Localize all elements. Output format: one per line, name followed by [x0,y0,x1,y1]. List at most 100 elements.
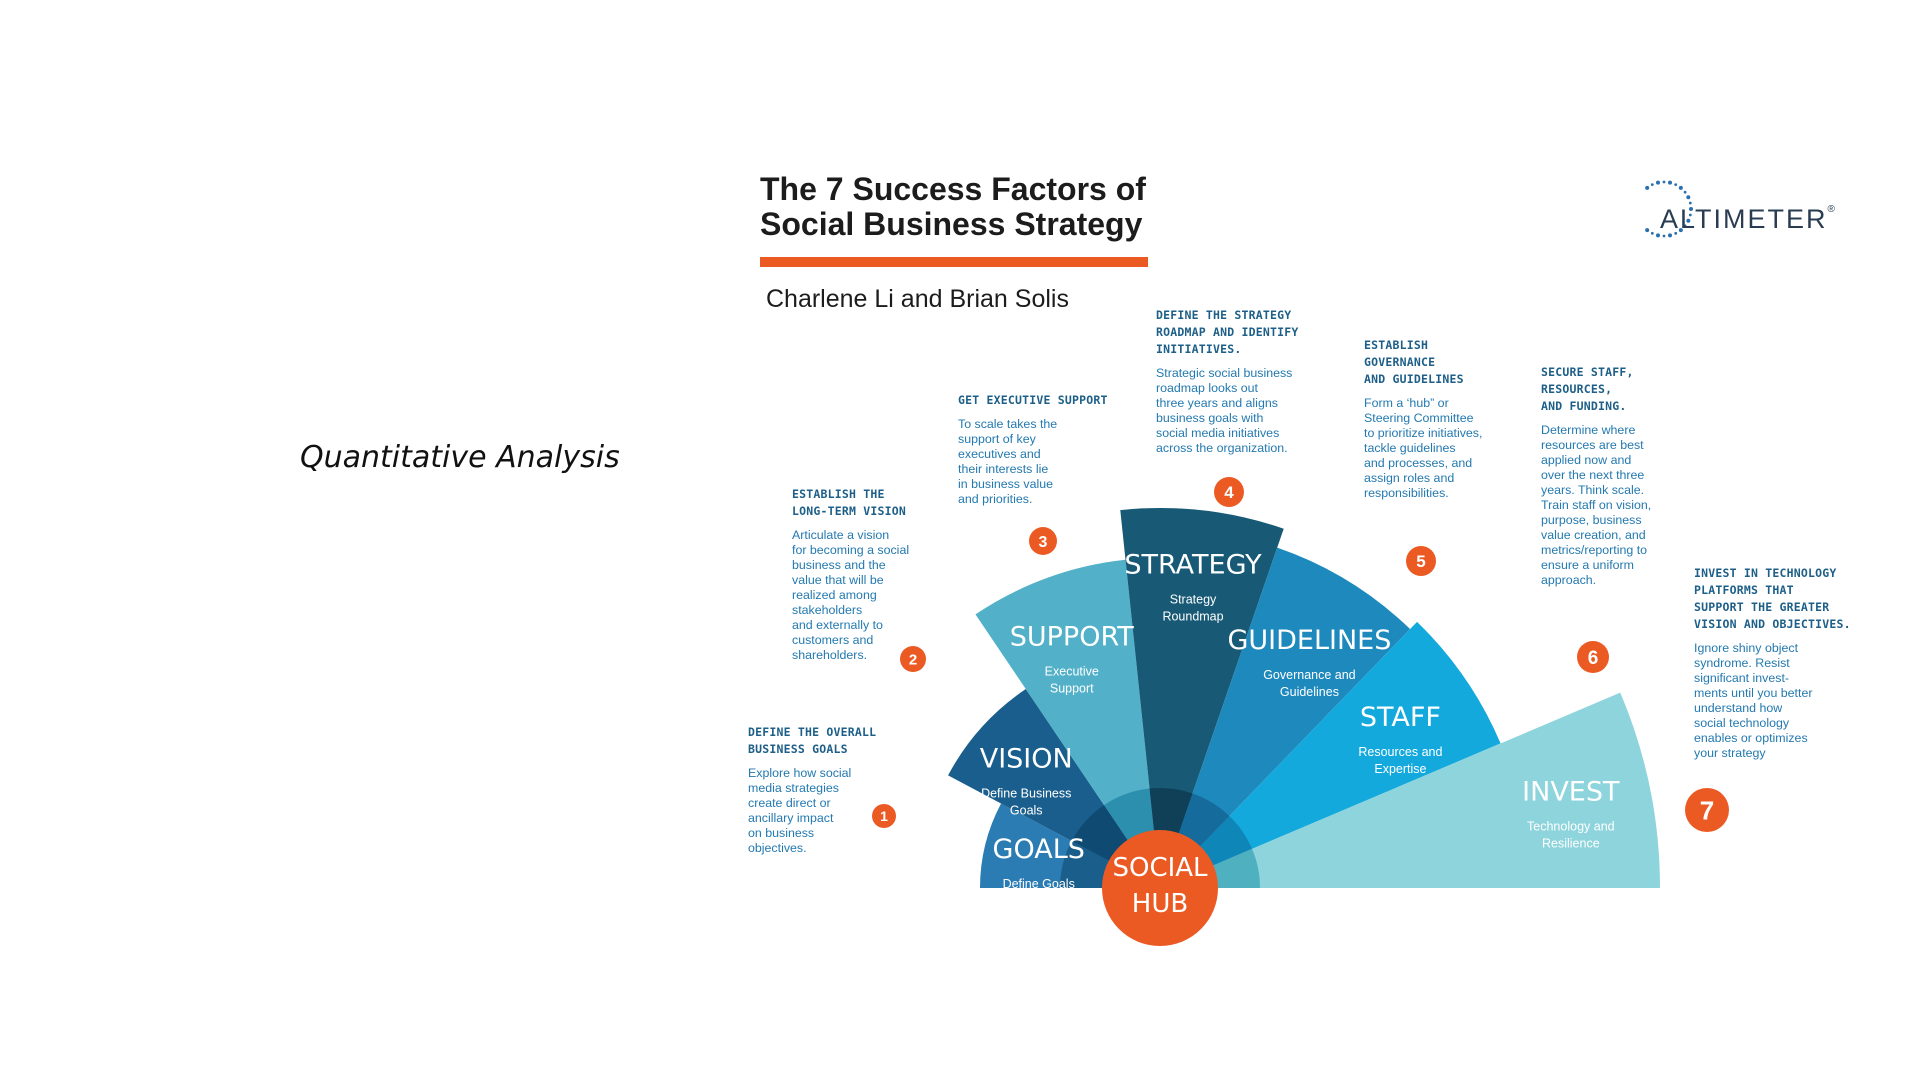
callout-text: To scale takes the support of key execut… [958,417,1058,506]
altimeter-logo: ALTIMETER® [1660,204,1837,235]
logo-dot [1645,185,1650,190]
segment-guidelines [1160,547,1411,888]
title-line-2: Social Business Strategy [760,206,1143,242]
number-badge-3: 3 [1029,527,1057,555]
number-badge-2: 2 [900,646,926,672]
authors: Charlene Li and Brian Solis [766,285,1069,313]
title-line-1: The 7 Success Factors of [760,171,1146,207]
logo-dot [1689,207,1693,211]
segment-title-guidelines: GUIDELINES [1227,625,1391,656]
logo-dot [1650,231,1654,235]
segment-title-support: SUPPORT [1010,622,1135,653]
altimeter-logo-mark [1645,180,1693,238]
logo-dot [1678,228,1683,233]
number-badge-circle [1406,546,1436,576]
logo-dot [1645,228,1650,233]
logo-dot [1678,185,1683,190]
segment-subtitle-line-1-invest: Technology and [1527,820,1615,834]
number-badge-circle [872,804,896,828]
callout-heading: INVEST IN TECHNOLOGY PLATFORMS THAT SUPP… [1694,566,1851,631]
callout-heading: GET EXECUTIVE SUPPORT [958,393,1108,407]
logo-registered-mark: ® [1827,204,1837,215]
segment-title-goals: GOALS [993,834,1085,865]
logo-dot [1688,213,1692,217]
dotted-ring-icon [1645,180,1693,238]
segment-title-strategy: STRATEGY [1124,550,1262,581]
number-badge-4: 4 [1214,477,1244,507]
segment-title-vision: VISION [980,744,1073,775]
callout-strategy: DEFINE THE STRATEGY ROADMAP AND IDENTIFY… [1156,307,1326,456]
number-badge-label: 3 [1039,534,1048,551]
segment-invest [1160,692,1660,888]
callout-heading: ESTABLISH GOVERNANCE AND GUIDELINES [1364,338,1464,386]
callout-support: GET EXECUTIVE SUPPORT To scale takes the … [958,392,1118,507]
segment-subtitle-line-2-strategy: Roundmap [1162,610,1223,624]
callout-heading: DEFINE THE OVERALL BUSINESS GOALS [748,725,877,756]
number-badge-circle [1577,641,1609,673]
logo-dot [1688,201,1692,205]
segment-subtitle-line-1-guidelines: Governance and [1263,668,1355,682]
logo-dot [1683,190,1687,194]
logo-dot [1674,231,1678,235]
logo-wordmark: ALTIMETER [1660,204,1828,234]
callout-goals: DEFINE THE OVERALL BUSINESS GOALS Explore… [748,724,898,856]
callout-heading: SECURE STAFF, RESOURCES, AND FUNDING. [1541,365,1634,413]
number-badge-label: 5 [1416,552,1425,571]
number-badge-7: 7 [1685,788,1729,832]
segment-subtitle-line-2-staff: Expertise [1374,762,1426,776]
callout-staff: SECURE STAFF, RESOURCES, AND FUNDING. Det… [1541,364,1691,588]
callout-invest: INVEST IN TECHNOLOGY PLATFORMS THAT SUPP… [1694,565,1854,761]
logo-dot [1662,234,1666,238]
diagram-title: The 7 Success Factors of Social Business… [760,172,1146,242]
number-badge-label: 6 [1588,648,1599,669]
logo-dot [1683,224,1687,228]
segment-subtitle-line-2-invest: Resilience [1542,837,1600,851]
logo-dot [1655,233,1660,238]
segment-subtitle-line-1-strategy: Strategy [1170,593,1217,607]
number-badge-6: 6 [1577,641,1609,673]
number-badge-label: 4 [1224,483,1234,502]
number-badge-label: 7 [1700,795,1714,825]
callout-text: Ignore shiny object syndrome. Resist sig… [1694,641,1813,760]
callout-text: Determine where resources are best appli… [1541,423,1652,587]
number-badge-1: 1 [872,804,896,828]
segment-subtitle-line-2-support: Support [1050,682,1094,696]
number-badge-5: 5 [1406,546,1436,576]
number-badge-label: 1 [880,808,888,824]
slide-label: Quantitative Analysis [300,440,620,475]
segment-title-staff: STAFF [1360,702,1441,733]
social-hub: SOCIAL HUB [1102,830,1218,946]
segment-subtitle-line-1-staff: Resources and [1358,745,1442,759]
number-badge-circle [1029,527,1057,555]
segment-subtitle-line-1-goals: Define Goals [1003,877,1075,891]
segment-subtitle-line-1-support: Executive [1045,665,1099,679]
logo-dot [1686,195,1691,200]
social-hub-label-line-2: HUB [1132,889,1188,919]
logo-dot [1668,180,1673,185]
number-badge-circle [1214,477,1244,507]
callout-vision: ESTABLISH THE LONG-TERM VISION Articulate… [792,486,942,663]
logo-dot [1662,180,1666,184]
callout-text: Articulate a vision for becoming a socia… [792,528,910,662]
callout-heading: DEFINE THE STRATEGY ROADMAP AND IDENTIFY… [1156,308,1299,356]
number-badge-label: 2 [909,651,917,668]
title-underline [760,257,1148,267]
callout-guidelines: ESTABLISH GOVERNANCE AND GUIDELINES Form … [1364,337,1514,501]
number-badge-circle [900,646,926,672]
segment-staff [1160,621,1501,888]
callout-text: Explore how social media strategies crea… [748,766,852,855]
callout-heading: ESTABLISH THE LONG-TERM VISION [792,487,906,518]
callout-text: Strategic social business roadmap looks … [1156,366,1293,455]
social-hub-circle [1102,830,1218,946]
logo-dot [1674,183,1678,187]
segment-title-invest: INVEST [1522,777,1620,808]
segment-subtitle-line-1-vision: Define Business [981,787,1071,801]
logo-dot [1668,233,1673,238]
social-hub-label-line-1: SOCIAL [1112,853,1208,883]
callout-text: Form a ‘hub” or Steering Committee to pr… [1364,396,1483,500]
segment-subtitle-line-2-guidelines: Guidelines [1280,685,1339,699]
logo-dot [1650,183,1654,187]
segment-subtitle-line-2-vision: Goals [1010,804,1043,818]
